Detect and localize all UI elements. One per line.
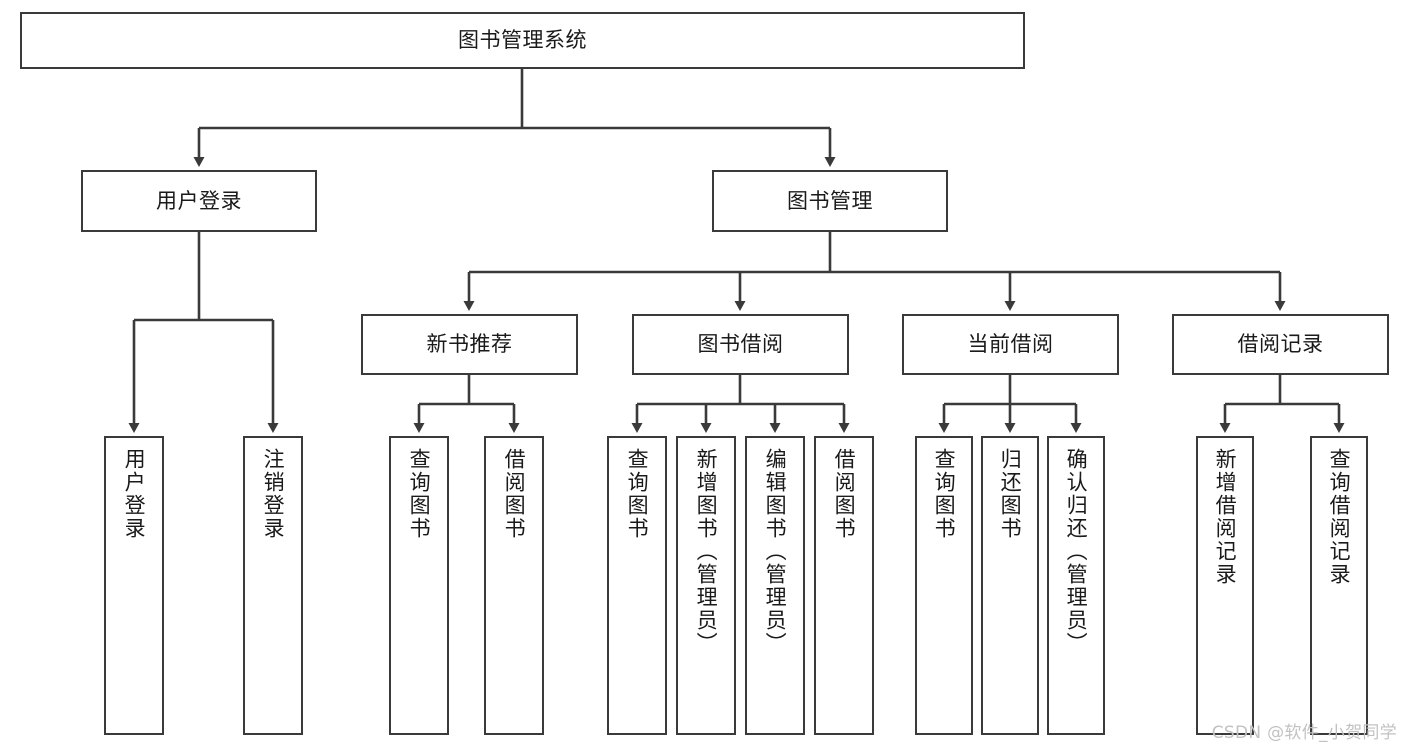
node-leaf-add-record-label: 新增借阅记录 xyxy=(1213,448,1238,586)
node-borrow-record-label: 借阅记录 xyxy=(1237,332,1324,357)
node-current-borrow-label: 当前借阅 xyxy=(967,332,1054,357)
node-leaf-confirm-return-label: 确认归还（管理员） xyxy=(1064,448,1089,655)
node-leaf-return-book[interactable]: 归还图书 xyxy=(981,436,1039,735)
node-leaf-borrow-book-2-label: 借阅图书 xyxy=(832,448,857,540)
node-leaf-search-record[interactable]: 查询借阅记录 xyxy=(1310,436,1368,735)
node-user-login[interactable]: 用户登录 xyxy=(81,170,317,232)
node-book-borrow-label: 图书借阅 xyxy=(697,332,784,357)
node-leaf-search-book-2-label: 查询图书 xyxy=(625,448,650,540)
node-leaf-add-book-label: 新增图书（管理员） xyxy=(694,448,719,655)
node-leaf-borrow-book-1[interactable]: 借阅图书 xyxy=(484,436,544,735)
node-leaf-edit-book-label: 编辑图书（管理员） xyxy=(763,448,788,655)
node-leaf-user-login[interactable]: 用户登录 xyxy=(104,436,164,735)
node-leaf-edit-book[interactable]: 编辑图书（管理员） xyxy=(745,436,805,735)
node-leaf-logout[interactable]: 注销登录 xyxy=(243,436,303,735)
node-leaf-borrow-book-2[interactable]: 借阅图书 xyxy=(814,436,874,735)
node-leaf-borrow-book-1-label: 借阅图书 xyxy=(502,448,527,540)
csdn-watermark: CSDN @软件_小贺同学 xyxy=(1211,723,1397,743)
node-book-borrow[interactable]: 图书借阅 xyxy=(632,314,849,375)
node-leaf-logout-label: 注销登录 xyxy=(261,448,286,540)
node-leaf-add-book[interactable]: 新增图书（管理员） xyxy=(676,436,736,735)
node-book-manage-label: 图书管理 xyxy=(787,188,873,213)
node-leaf-add-record[interactable]: 新增借阅记录 xyxy=(1196,436,1254,735)
node-root-label: 图书管理系统 xyxy=(458,28,587,53)
node-leaf-confirm-return[interactable]: 确认归还（管理员） xyxy=(1047,436,1105,735)
node-root[interactable]: 图书管理系统 xyxy=(20,12,1025,69)
node-leaf-user-login-label: 用户登录 xyxy=(122,448,147,540)
node-leaf-search-record-label: 查询借阅记录 xyxy=(1327,448,1352,586)
node-leaf-search-book-3[interactable]: 查询图书 xyxy=(915,436,973,735)
node-new-book-rec-label: 新书推荐 xyxy=(426,332,513,357)
node-user-login-label: 用户登录 xyxy=(156,188,242,213)
node-leaf-search-book-1-label: 查询图书 xyxy=(407,448,432,540)
node-leaf-return-book-label: 归还图书 xyxy=(998,448,1023,540)
node-leaf-search-book-1[interactable]: 查询图书 xyxy=(389,436,449,735)
node-current-borrow[interactable]: 当前借阅 xyxy=(902,314,1119,375)
node-new-book-rec[interactable]: 新书推荐 xyxy=(361,314,578,375)
node-leaf-search-book-2[interactable]: 查询图书 xyxy=(607,436,667,735)
node-book-manage[interactable]: 图书管理 xyxy=(712,170,948,232)
node-leaf-search-book-3-label: 查询图书 xyxy=(932,448,957,540)
node-borrow-record[interactable]: 借阅记录 xyxy=(1172,314,1389,375)
